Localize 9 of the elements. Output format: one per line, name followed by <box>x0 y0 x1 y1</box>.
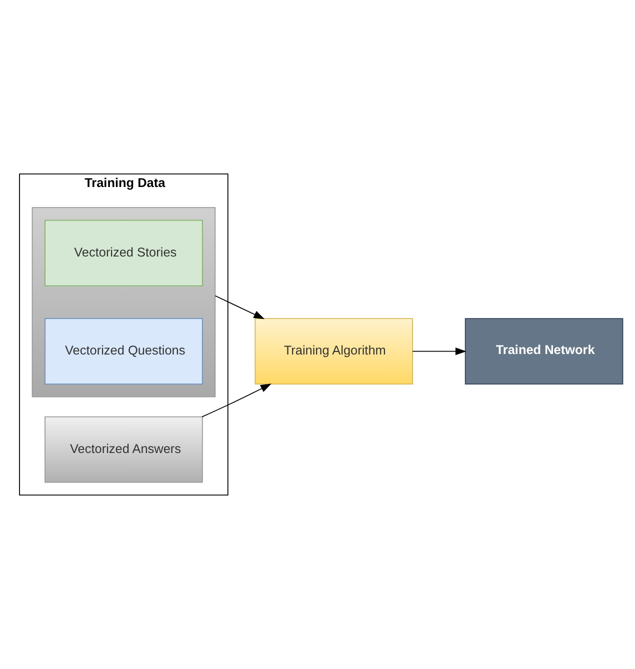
cluster <box>32 207 216 398</box>
node-box: Trained Network <box>464 318 624 385</box>
arrow <box>202 384 272 418</box>
arrow <box>412 348 466 356</box>
node-box: Training Algorithm <box>254 318 414 385</box>
node-box: Vectorized Stories <box>44 220 203 286</box>
node-box: Vectorized Answers <box>44 416 203 483</box>
arrow <box>214 295 265 320</box>
node-box: Vectorized Questions <box>44 318 203 385</box>
